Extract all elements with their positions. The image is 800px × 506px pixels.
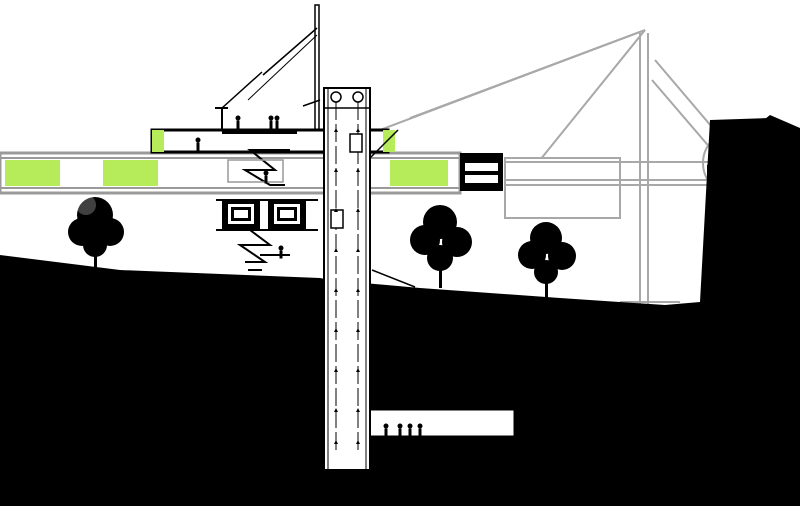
ramp-line [371,269,416,288]
elevator-car [330,209,344,229]
glazing-panel [103,160,158,186]
person-figure [263,170,284,259]
person-figure [383,423,423,437]
ground [0,118,800,506]
tree-right [518,222,576,302]
elevator-tower [323,87,371,471]
tree-left [68,195,124,280]
lower-gallery [367,409,515,437]
walkway-band [0,151,503,195]
glazing-panel [390,160,448,186]
sail-structure [215,4,321,134]
elevator-car [349,133,363,153]
glazing-panel [383,130,395,152]
person-figure [195,115,280,151]
brace-line [369,129,399,159]
tree-center [410,205,472,288]
window-pair [222,200,306,230]
glazing-panel [5,160,60,186]
cable-markers [334,128,360,444]
bridge-joint [460,153,503,191]
glazing-panel [152,130,164,152]
right-building [707,115,800,506]
